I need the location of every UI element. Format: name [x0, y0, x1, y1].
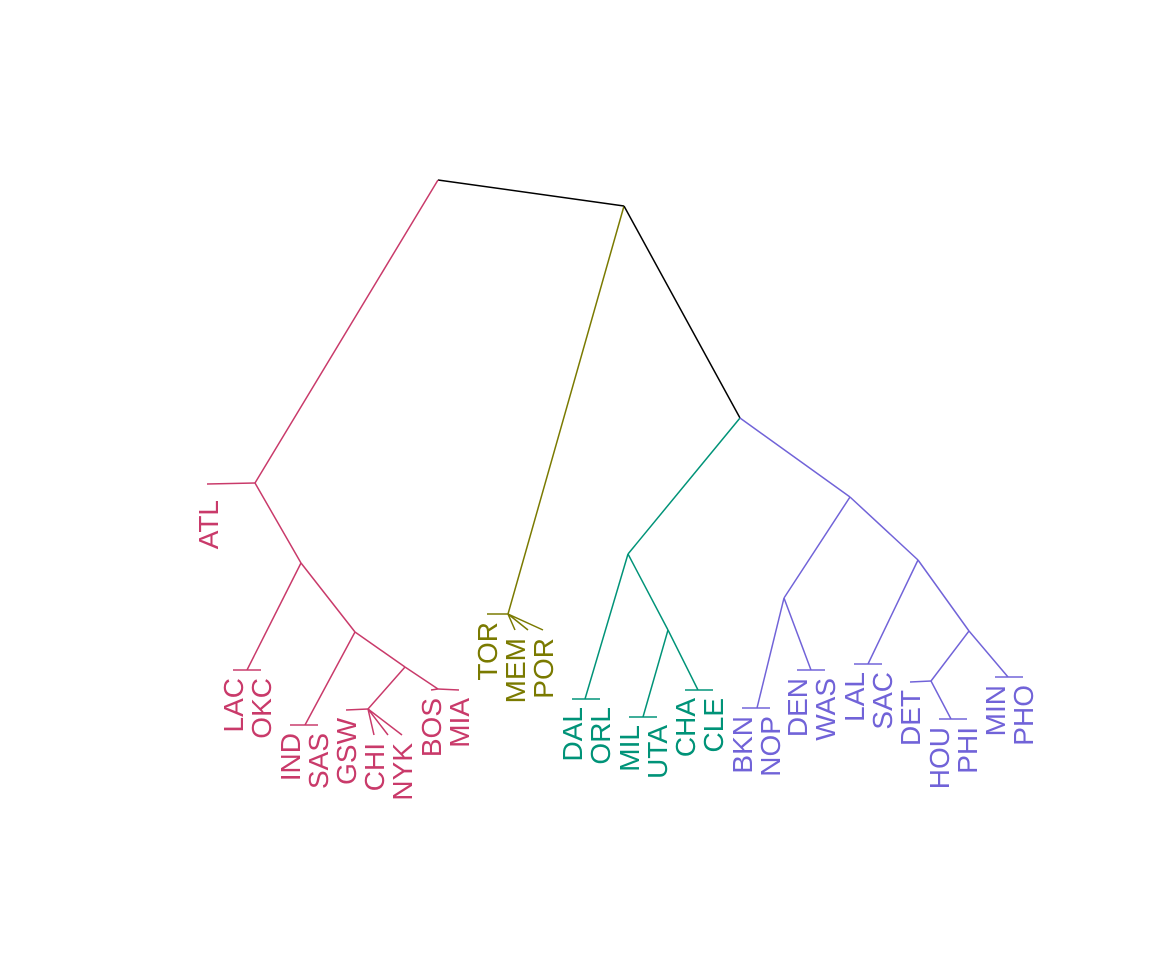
dendrogram-branch — [930, 630, 970, 682]
dendrogram-branch — [507, 205, 625, 615]
leaf-label-gsw: GSW — [331, 717, 362, 784]
dendrogram-branch — [627, 417, 741, 555]
leaf-branch-mem — [507, 613, 516, 631]
leaf-label-chi: CHI — [359, 743, 390, 791]
leaf-label-mia: MIA — [444, 698, 475, 748]
leaf-label-cle: CLE — [698, 698, 729, 752]
dendrogram-branch — [254, 482, 302, 564]
leaf-branch-bos — [430, 688, 439, 691]
dendrogram-branch — [867, 559, 919, 665]
leaf-label-pho: PHO — [1008, 685, 1039, 746]
leaf-label-mem: MEM — [500, 638, 531, 703]
leaf-label-phi: PHI — [952, 727, 983, 774]
leaf-label-ind: IND — [275, 733, 306, 781]
dendrogram-branch — [667, 629, 699, 691]
dendrogram-branch — [627, 553, 669, 631]
leaf-branch-por — [507, 613, 544, 631]
dendrogram-branch — [968, 630, 1009, 678]
leaf-label-sac: SAC — [867, 672, 898, 730]
dendrogram-branch — [930, 680, 952, 720]
leaf-label-atl: ATL — [193, 500, 224, 549]
leaf-label-nop: NOP — [755, 716, 786, 777]
leaf-branch-det — [909, 680, 932, 683]
leaf-branch-atl — [206, 482, 256, 485]
dendrogram-edges — [206, 179, 1023, 736]
dendrogram-branch — [623, 205, 741, 419]
leaf-label-min: MIN — [980, 685, 1011, 736]
dendrogram-branch — [304, 631, 356, 726]
dendrogram-branch — [584, 553, 629, 700]
leaf-label-nyk: NYK — [387, 743, 418, 801]
leaf-label-lal: LAL — [839, 672, 870, 722]
leaf-branch-gsw — [345, 708, 369, 711]
dendrogram-branch — [354, 631, 406, 668]
dendrogram-branch — [739, 417, 851, 498]
leaf-label-was: WAS — [810, 678, 841, 741]
leaf-label-den: DEN — [782, 678, 813, 737]
dendrogram-branch — [507, 613, 529, 631]
leaf-label-uta: UTA — [642, 725, 673, 779]
leaf-label-orl: ORL — [585, 707, 616, 765]
leaf-label-bos: BOS — [416, 698, 447, 757]
dendrogram-branch — [246, 562, 302, 671]
dendrogram-branch — [254, 179, 439, 484]
dendrogram-branch — [783, 496, 851, 599]
leaf-label-mil: MIL — [614, 725, 645, 772]
leaf-label-cha: CHA — [670, 698, 701, 757]
leaf-branch-mia — [437, 688, 460, 691]
leaf-label-lac: LAC — [218, 678, 249, 732]
dendrogram-branch — [367, 666, 406, 710]
dendrogram-branch — [367, 708, 389, 736]
leaf-label-tor: TOR — [472, 622, 503, 681]
dendrogram-branch — [404, 666, 439, 690]
dendrogram-branch — [642, 629, 669, 718]
leaf-label-por: POR — [528, 638, 559, 699]
leaf-label-bkn: BKN — [727, 716, 758, 774]
leaf-label-dal: DAL — [557, 707, 588, 761]
dendrogram-branch — [783, 597, 812, 671]
leaf-label-det: DET — [895, 690, 926, 746]
dendrogram-branch — [849, 496, 919, 561]
leaf-branch-nyk — [367, 708, 403, 736]
leaf-branch-chi — [367, 708, 375, 736]
leaf-label-sas: SAS — [303, 733, 334, 789]
dendrogram-branch — [300, 562, 356, 633]
leaf-label-okc: OKC — [246, 678, 277, 739]
dendrogram-branch — [437, 179, 625, 207]
dendrogram-branch — [756, 597, 785, 709]
dendrogram-branch — [917, 559, 970, 632]
leaf-label-hou: HOU — [924, 727, 955, 789]
